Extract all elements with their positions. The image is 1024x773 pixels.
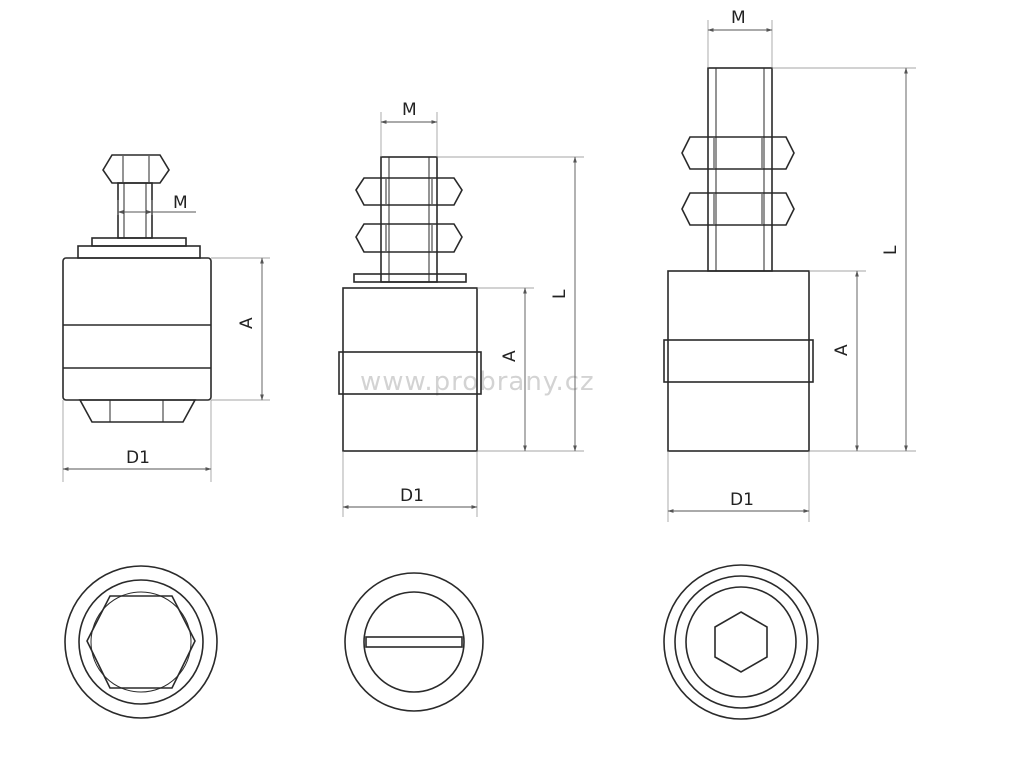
right-end-view <box>663 564 819 720</box>
middle-d1-label: D1 <box>400 486 424 506</box>
right-d1-label: D1 <box>730 490 754 510</box>
left-end-view <box>64 565 218 719</box>
middle-dimensions: M L A D1 <box>342 100 584 517</box>
left-m-label: M <box>173 193 188 213</box>
middle-l-label: L <box>550 289 570 299</box>
middle-end-view <box>344 572 484 712</box>
middle-side-view <box>338 156 482 452</box>
left-d1-label: D1 <box>126 448 150 468</box>
left-a-label: A <box>237 317 257 329</box>
right-l-label: L <box>881 245 901 255</box>
middle-m-label: M <box>402 100 417 120</box>
left-dimensions: M A D1 <box>62 193 270 482</box>
middle-a-label: A <box>500 350 520 362</box>
right-side-view <box>663 67 814 452</box>
right-m-label: M <box>731 8 746 28</box>
right-dimensions: M L A D1 <box>667 8 916 522</box>
left-side-view <box>62 154 212 423</box>
right-a-label: A <box>832 344 852 356</box>
